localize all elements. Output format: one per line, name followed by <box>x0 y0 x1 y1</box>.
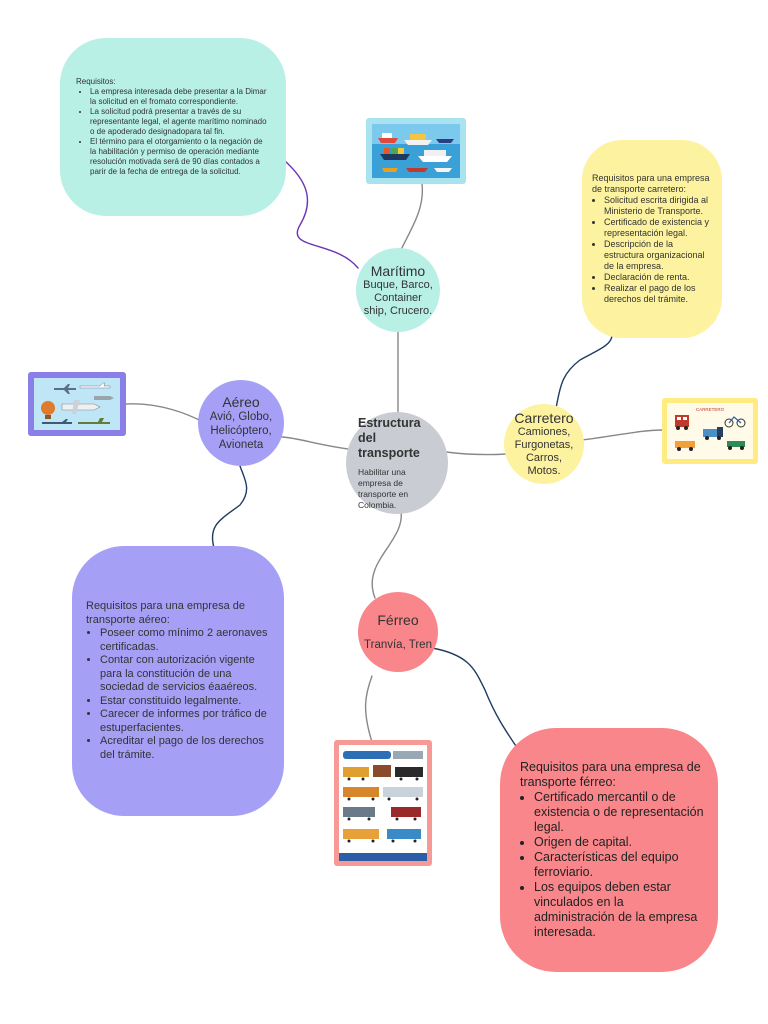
trains-icon <box>339 745 427 861</box>
center-node[interactable]: Estructura del transporte Habilitar una … <box>346 412 448 514</box>
connector-center-ferreo <box>371 505 403 599</box>
aircraft-icon <box>34 378 120 430</box>
center-subtitle: Habilitar una empresa de transporte en C… <box>358 466 409 510</box>
carretero-req-list: Solicitud escrita dirigida al Ministerio… <box>592 195 714 305</box>
ferreo-desc: Tranvía, Tren <box>364 639 432 651</box>
aereo-req-item: Carecer de informes por tráfico de estup… <box>100 708 270 735</box>
maritimo-requirements-note[interactable]: Requisitos: La empresa interesada debe p… <box>60 38 286 216</box>
aereo-req-heading: Requisitos para una empresa de transport… <box>86 600 245 626</box>
aereo-req-item: Acreditar el pago de los derechos del tr… <box>100 735 270 762</box>
ferreo-req-item: Origen de capital. <box>534 835 706 850</box>
connector-maritimo-image <box>397 183 424 257</box>
connector-carretero-image <box>581 429 665 441</box>
aereo-req-item: Estar constituido legalmente. <box>100 695 270 709</box>
carretero-desc: Camiones, Furgonetas, Carros, Motos. <box>514 426 574 477</box>
carretero-req-item: Declaración de renta. <box>604 272 714 283</box>
ferreo-req-item: Certificado mercantil o de existencia o … <box>534 790 706 835</box>
connector-maritimo-note <box>283 159 359 269</box>
connector-center-carretero <box>445 451 507 456</box>
ferreo-req-heading: Requisitos para una empresa de transport… <box>520 760 701 789</box>
carretero-image-caption: CARRETERO <box>696 407 725 412</box>
ships-icon <box>372 124 460 178</box>
maritimo-req-heading: Requisitos: <box>76 77 116 86</box>
aereo-title: Aéreo <box>222 394 260 410</box>
connector-aereo-image <box>125 403 204 423</box>
maritimo-node[interactable]: Marítimo Buque, Barco, Container ship, C… <box>356 248 440 332</box>
carretero-req-item: Descripción de la estructura organizacio… <box>604 239 714 272</box>
aereo-req-item: Contar con autorización vigente para la … <box>100 654 270 695</box>
carretero-node[interactable]: Carretero Camiones, Furgonetas, Carros, … <box>504 404 584 484</box>
connector-aereo-note <box>211 465 248 549</box>
carretero-req-heading: Requisitos para una empresa de transport… <box>592 173 710 194</box>
road-vehicles-icon: CARRETERO <box>667 403 753 459</box>
connector-center-aereo <box>281 436 357 451</box>
maritimo-title: Marítimo <box>370 262 426 279</box>
carretero-req-item: Solicitud escrita dirigida al Ministerio… <box>604 195 714 217</box>
carretero-req-item: Certificado de existencia y representaci… <box>604 217 714 239</box>
ferreo-requirements-note[interactable]: Requisitos para una empresa de transport… <box>500 728 718 972</box>
connector-ferreo-image <box>364 675 373 743</box>
carretero-requirements-note[interactable]: Requisitos para una empresa de transport… <box>582 140 722 338</box>
carretero-image[interactable]: CARRETERO <box>662 398 758 464</box>
connector-ferreo-note <box>431 647 521 753</box>
aereo-node[interactable]: Aéreo Avió, Globo, Helicóptero, Avioneta <box>198 380 284 466</box>
ferreo-image[interactable] <box>334 740 432 866</box>
ferreo-node[interactable]: Férreo Tranvía, Tren <box>358 592 438 672</box>
aereo-req-list: Poseer como mínimo 2 aeronaves certifica… <box>86 627 270 762</box>
aereo-req-item: Poseer como mínimo 2 aeronaves certifica… <box>100 627 270 654</box>
center-title: Estructura del transporte <box>358 415 421 460</box>
maritimo-desc: Buque, Barco, Container ship, Crucero. <box>363 278 433 317</box>
maritimo-req-item: El término para el otorgamiento o la neg… <box>90 137 270 177</box>
ferreo-req-item: Características del equipo ferroviario. <box>534 850 706 880</box>
carretero-title: Carretero <box>514 410 574 426</box>
ferreo-title: Férreo <box>377 612 419 628</box>
connector-carretero-note <box>555 334 613 409</box>
aereo-image[interactable] <box>28 372 126 436</box>
ferreo-req-list: Certificado mercantil o de existencia o … <box>520 790 706 940</box>
maritimo-req-item: La solicitud podrá presentar a través de… <box>90 107 270 137</box>
aereo-desc: Avió, Globo, Helicóptero, Avioneta <box>209 411 273 451</box>
maritimo-image[interactable] <box>366 118 466 184</box>
carretero-req-item: Realizar el pago de los derechos del trá… <box>604 283 714 305</box>
maritimo-req-list: La empresa interesada debe presentar a l… <box>76 87 270 177</box>
aereo-requirements-note[interactable]: Requisitos para una empresa de transport… <box>72 546 284 816</box>
maritimo-req-item: La empresa interesada debe presentar a l… <box>90 87 270 107</box>
ferreo-req-item: Los equipos deben estar vinculados en la… <box>534 880 706 940</box>
